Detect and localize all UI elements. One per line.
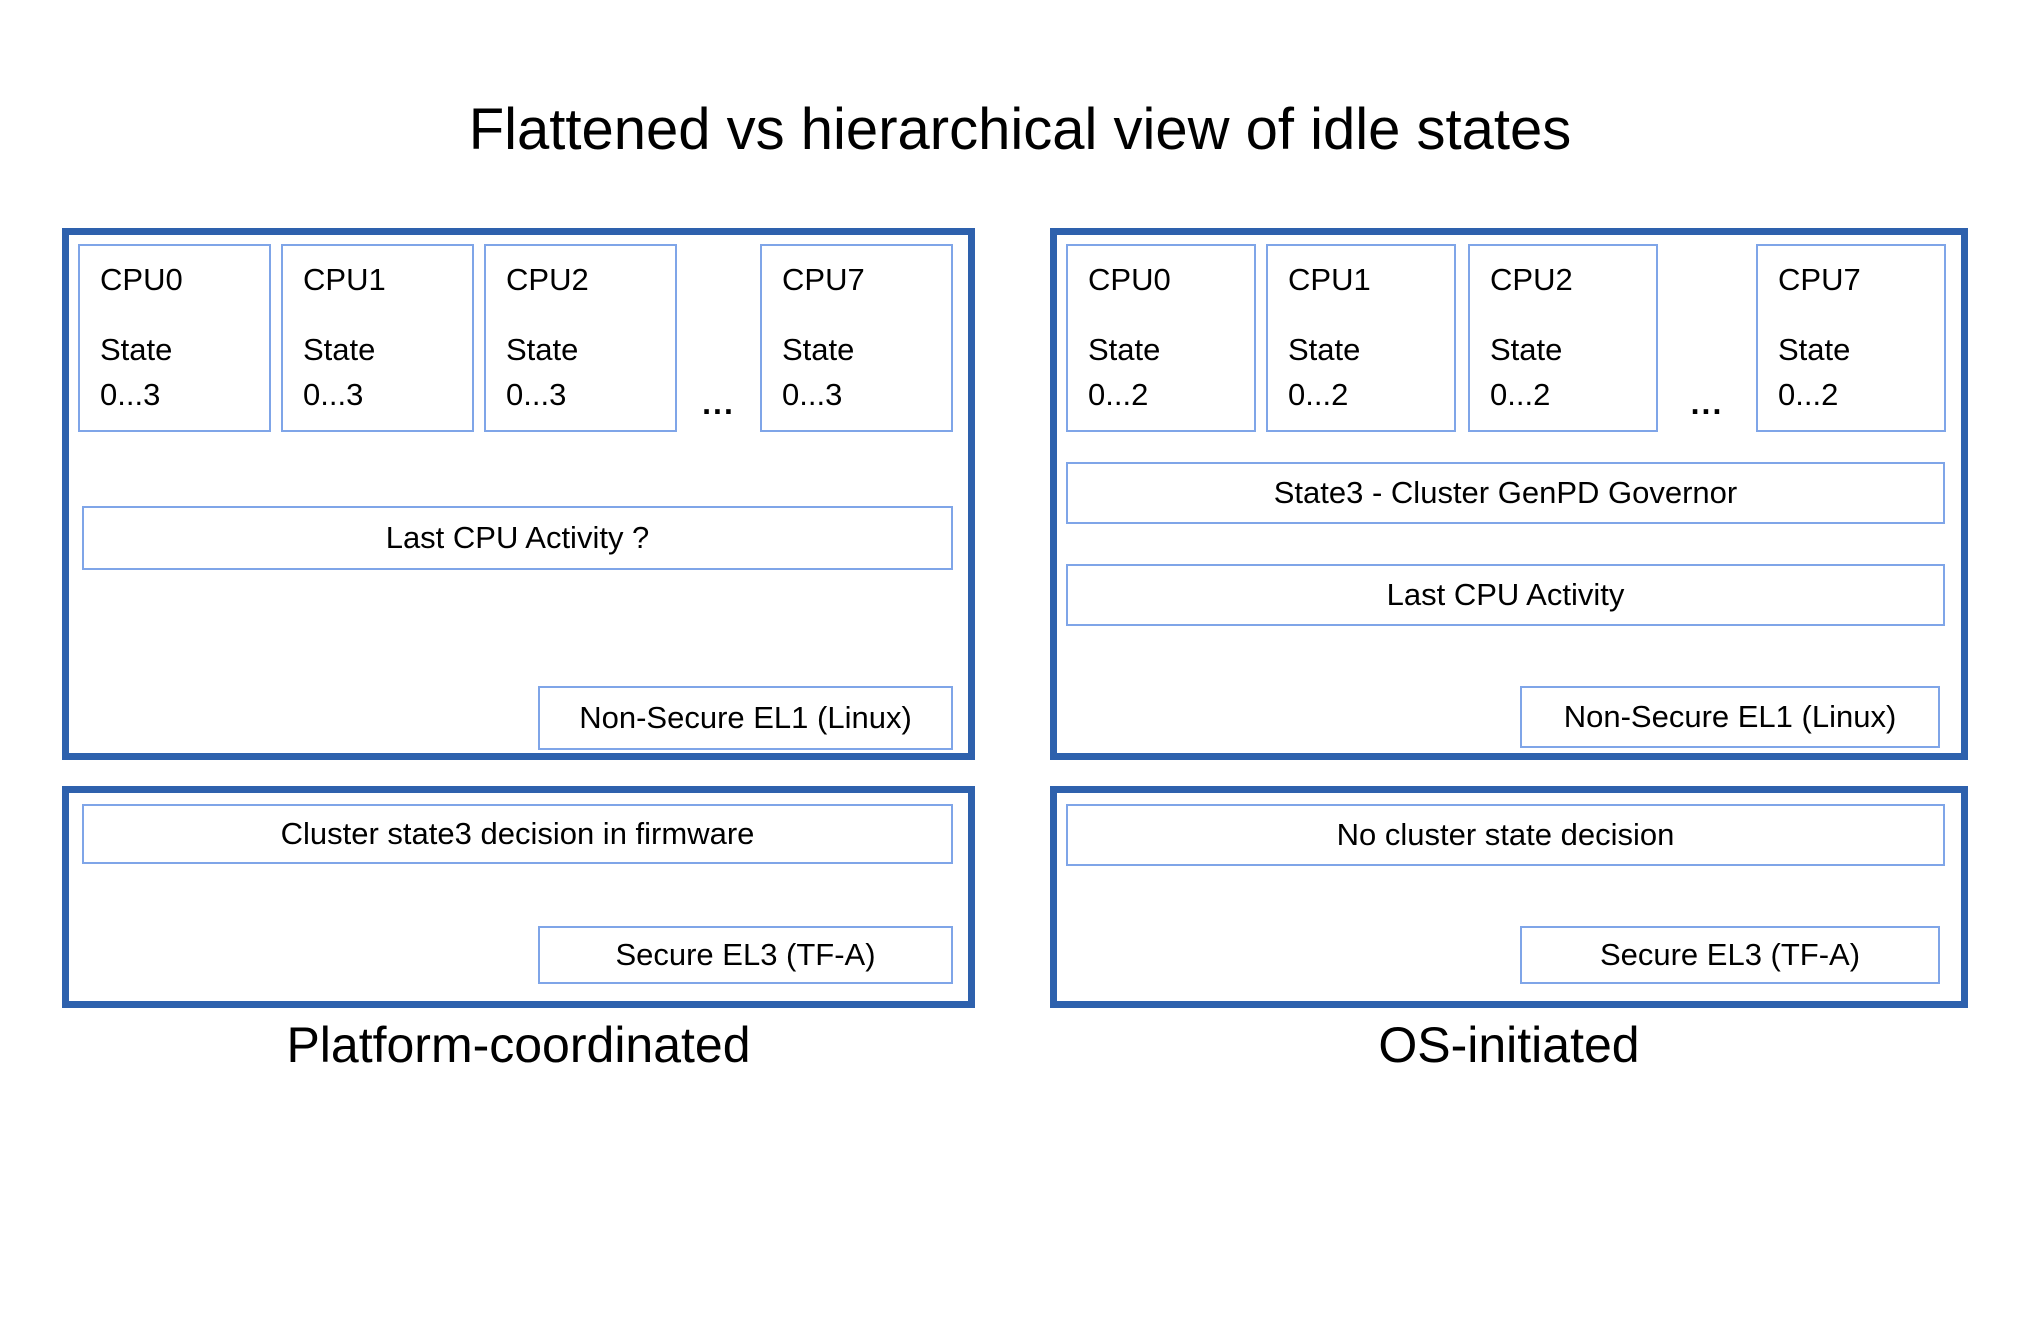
cpu7-box: CPU7 State 0...3: [760, 244, 953, 432]
cpu-state: State 0...3: [506, 328, 578, 418]
cpu-state-range: 0...3: [506, 377, 567, 413]
cpu-state-label: State: [506, 332, 579, 368]
cpu7-box: CPU7 State 0...2: [1756, 244, 1946, 432]
cpu-state-range: 0...3: [782, 377, 843, 413]
cluster-decision-box: Cluster state3 decision in firmware: [82, 804, 953, 864]
os-initiated-el3-panel: No cluster state decision Secure EL3 (TF…: [1050, 786, 1968, 1008]
cpu-state: State 0...3: [303, 328, 375, 418]
os-initiated-caption: OS-initiated: [1378, 1017, 1640, 1073]
cpu-state-label: State: [303, 332, 376, 368]
cpu-state-range: 0...2: [1490, 377, 1551, 413]
cpu-state-range: 0...2: [1778, 377, 1839, 413]
last-cpu-activity-box: Last CPU Activity: [1066, 564, 1945, 626]
platform-coordinated-el1-panel: CPU0 State 0...3 CPU1 State 0...3 CPU2 S…: [62, 228, 975, 760]
cpu1-box: CPU1 State 0...3: [281, 244, 474, 432]
secure-el3-box: Secure EL3 (TF-A): [538, 926, 953, 984]
cpu-state-range: 0...2: [1288, 377, 1349, 413]
no-cluster-decision-box: No cluster state decision: [1066, 804, 1945, 866]
cpu-state-label: State: [1778, 332, 1851, 368]
cpu0-box: CPU0 State 0...2: [1066, 244, 1256, 432]
cpu-name: CPU2: [1490, 262, 1573, 297]
cpu-state: State 0...2: [1088, 328, 1160, 418]
cpu-state-label: State: [782, 332, 855, 368]
cpu-state-range: 0...3: [100, 377, 161, 413]
cpu-state: State 0...2: [1778, 328, 1850, 418]
non-secure-el1-box: Non-Secure EL1 (Linux): [1520, 686, 1940, 748]
cpu-name: CPU0: [100, 262, 183, 297]
cpu-state: State 0...2: [1288, 328, 1360, 418]
os-initiated-el1-panel: CPU0 State 0...2 CPU1 State 0...2 CPU2 S…: [1050, 228, 1968, 760]
cpu-state-range: 0...3: [303, 377, 364, 413]
cpu-state-label: State: [100, 332, 173, 368]
genpd-governor-box: State3 - Cluster GenPD Governor: [1066, 462, 1945, 524]
cpu-state-label: State: [1490, 332, 1563, 368]
secure-el3-box: Secure EL3 (TF-A): [1520, 926, 1940, 984]
cpu-name: CPU1: [303, 262, 386, 297]
cpu-name: CPU7: [782, 262, 865, 297]
cpu0-box: CPU0 State 0...3: [78, 244, 271, 432]
cpu-state: State 0...2: [1490, 328, 1562, 418]
cpu-name: CPU7: [1778, 262, 1861, 297]
cpu2-box: CPU2 State 0...3: [484, 244, 677, 432]
cpu1-box: CPU1 State 0...2: [1266, 244, 1456, 432]
platform-coordinated-caption: Platform-coordinated: [286, 1017, 751, 1073]
cpu2-box: CPU2 State 0...2: [1468, 244, 1658, 432]
last-cpu-activity-box: Last CPU Activity ?: [82, 506, 953, 570]
cpu-state-label: State: [1088, 332, 1161, 368]
cpu-state-range: 0...2: [1088, 377, 1149, 413]
cpu-state: State 0...3: [782, 328, 854, 418]
cpu-name: CPU2: [506, 262, 589, 297]
platform-coordinated-el3-panel: Cluster state3 decision in firmware Secu…: [62, 786, 975, 1008]
cpu-ellipsis: ...: [702, 385, 735, 421]
cpu-state-label: State: [1288, 332, 1361, 368]
slide-title: Flattened vs hierarchical view of idle s…: [468, 97, 1572, 162]
cpu-name: CPU0: [1088, 262, 1171, 297]
cpu-state: State 0...3: [100, 328, 172, 418]
non-secure-el1-box: Non-Secure EL1 (Linux): [538, 686, 953, 750]
cpu-ellipsis: ...: [1690, 385, 1724, 421]
cpu-name: CPU1: [1288, 262, 1371, 297]
